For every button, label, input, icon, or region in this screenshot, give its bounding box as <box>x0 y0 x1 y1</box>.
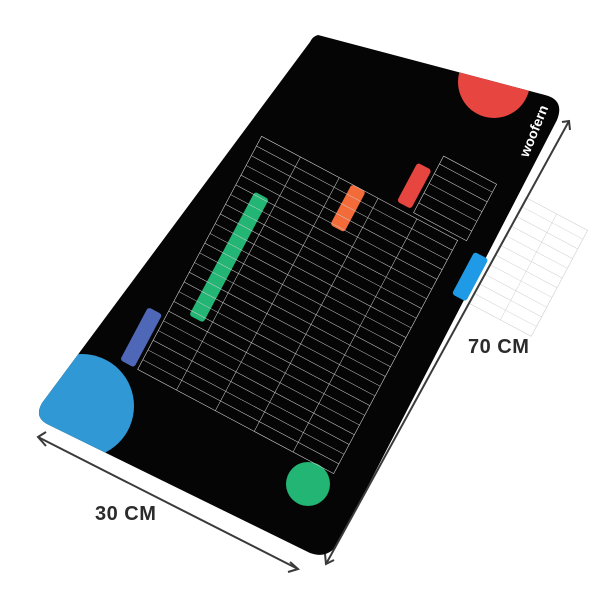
table-column-line <box>235 184 432 290</box>
table-column-line <box>173 301 370 406</box>
table-column-line <box>220 213 417 319</box>
table-row-line <box>215 177 340 411</box>
table-column-line <box>428 183 483 212</box>
table-column-line <box>225 204 422 309</box>
section-header-word-right <box>397 163 431 208</box>
green-circle <box>286 462 330 506</box>
table-column-line <box>184 281 381 387</box>
table-column-line <box>147 349 345 455</box>
table-column-line <box>256 145 453 251</box>
table-column-line <box>230 194 427 300</box>
table-column-line <box>215 223 412 329</box>
table-column-line <box>240 174 438 280</box>
section-header-windows <box>452 252 488 301</box>
table-column-line <box>199 252 396 358</box>
table-column-line <box>418 202 472 232</box>
section-header-excel <box>190 192 268 322</box>
length-dimension-arrow <box>324 119 571 566</box>
table-column-line <box>209 233 407 338</box>
table-column-line <box>142 359 339 465</box>
table-column-line <box>434 173 488 203</box>
table-row-line <box>292 218 418 453</box>
width-label: 30 CM <box>95 503 157 525</box>
section-header-word-left <box>121 308 162 367</box>
blue-corner-circle <box>38 354 134 458</box>
table-column-line <box>189 272 386 377</box>
red-corner-circle <box>458 46 530 118</box>
table-column-line <box>153 340 350 445</box>
table-column-line <box>194 262 391 367</box>
table-column-line <box>423 192 478 222</box>
table-column-line <box>158 330 355 435</box>
table-column-line <box>439 163 493 193</box>
table-column-line <box>204 242 401 348</box>
table-column-line <box>245 165 443 270</box>
table-column-line <box>168 310 365 416</box>
table-column-line <box>178 291 376 397</box>
mouse-pad-body <box>38 35 560 555</box>
table-frame-right <box>413 155 498 242</box>
table-column-line <box>251 155 448 261</box>
width-dimension-arrow <box>36 431 301 573</box>
section-header-ppt <box>331 185 365 232</box>
table-row-line <box>500 213 557 320</box>
shortcut-panel <box>121 135 589 475</box>
table-column-line <box>163 320 360 426</box>
shortcut-table-grid <box>137 135 589 475</box>
table-row-line <box>253 198 379 432</box>
length-label: 70 CM <box>468 336 530 358</box>
table-row-line <box>176 156 301 391</box>
